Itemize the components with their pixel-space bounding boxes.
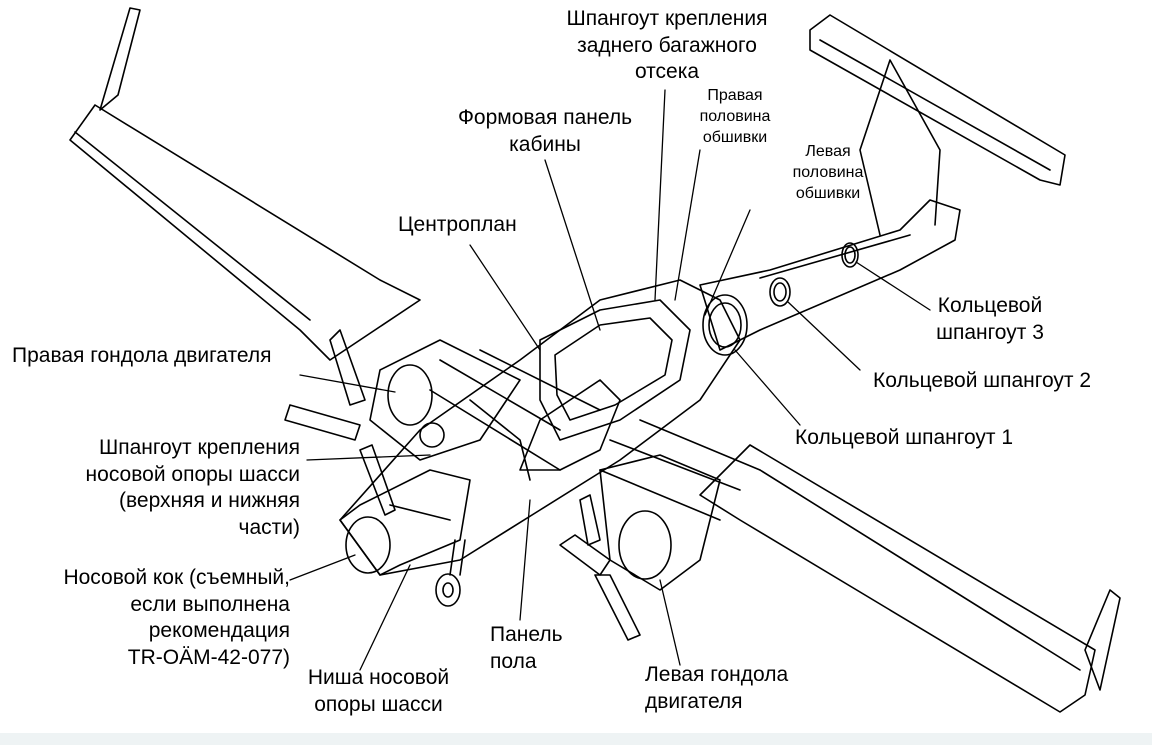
label-cabin-panel: Формовая панель кабины [457, 106, 633, 156]
label-ring-frame-2: Кольцевой шпангоут 2 [873, 369, 1092, 392]
right-nacelle [284, 329, 521, 516]
label-left-engine-nacelle: Левая гондола двигателя [645, 663, 789, 713]
label-floor-panel: Панель пола [490, 623, 563, 673]
label-nose-gear-frame: Шпангоут крепления носовой опоры шасси (… [85, 436, 300, 539]
leader-lines [289, 89, 931, 671]
label-nose-gear-well: Ниша носовой опоры шасси [307, 666, 450, 716]
label-center-section: Центроплан [398, 213, 517, 236]
nose-gear [435, 539, 466, 607]
label-rear-baggage-frame: Шпангоут крепления заднего багажного отс… [566, 7, 768, 84]
label-right-engine-nacelle: Правая гондола двигателя [12, 344, 272, 367]
left-nacelle [559, 454, 721, 641]
fuselage-cabin [339, 279, 761, 576]
horizontal-stabilizer [809, 14, 1066, 186]
nose-section [339, 469, 471, 576]
ring-frames [702, 242, 859, 356]
label-ring-frame-1: Кольцевой шпангоут 1 [795, 426, 1014, 449]
footer-strip [0, 733, 1152, 745]
label-right-skin-half: Правая половина обшивки [699, 87, 771, 146]
label-nose-cone: Носовой кок (съемный, если выполнена рек… [63, 566, 290, 669]
label-left-skin-half: Левая половина обшивки [792, 143, 864, 202]
left-wing [699, 444, 1121, 713]
right-wing [69, 7, 421, 361]
label-ring-frame-3: Кольцевой шпангоут 3 [936, 294, 1044, 344]
